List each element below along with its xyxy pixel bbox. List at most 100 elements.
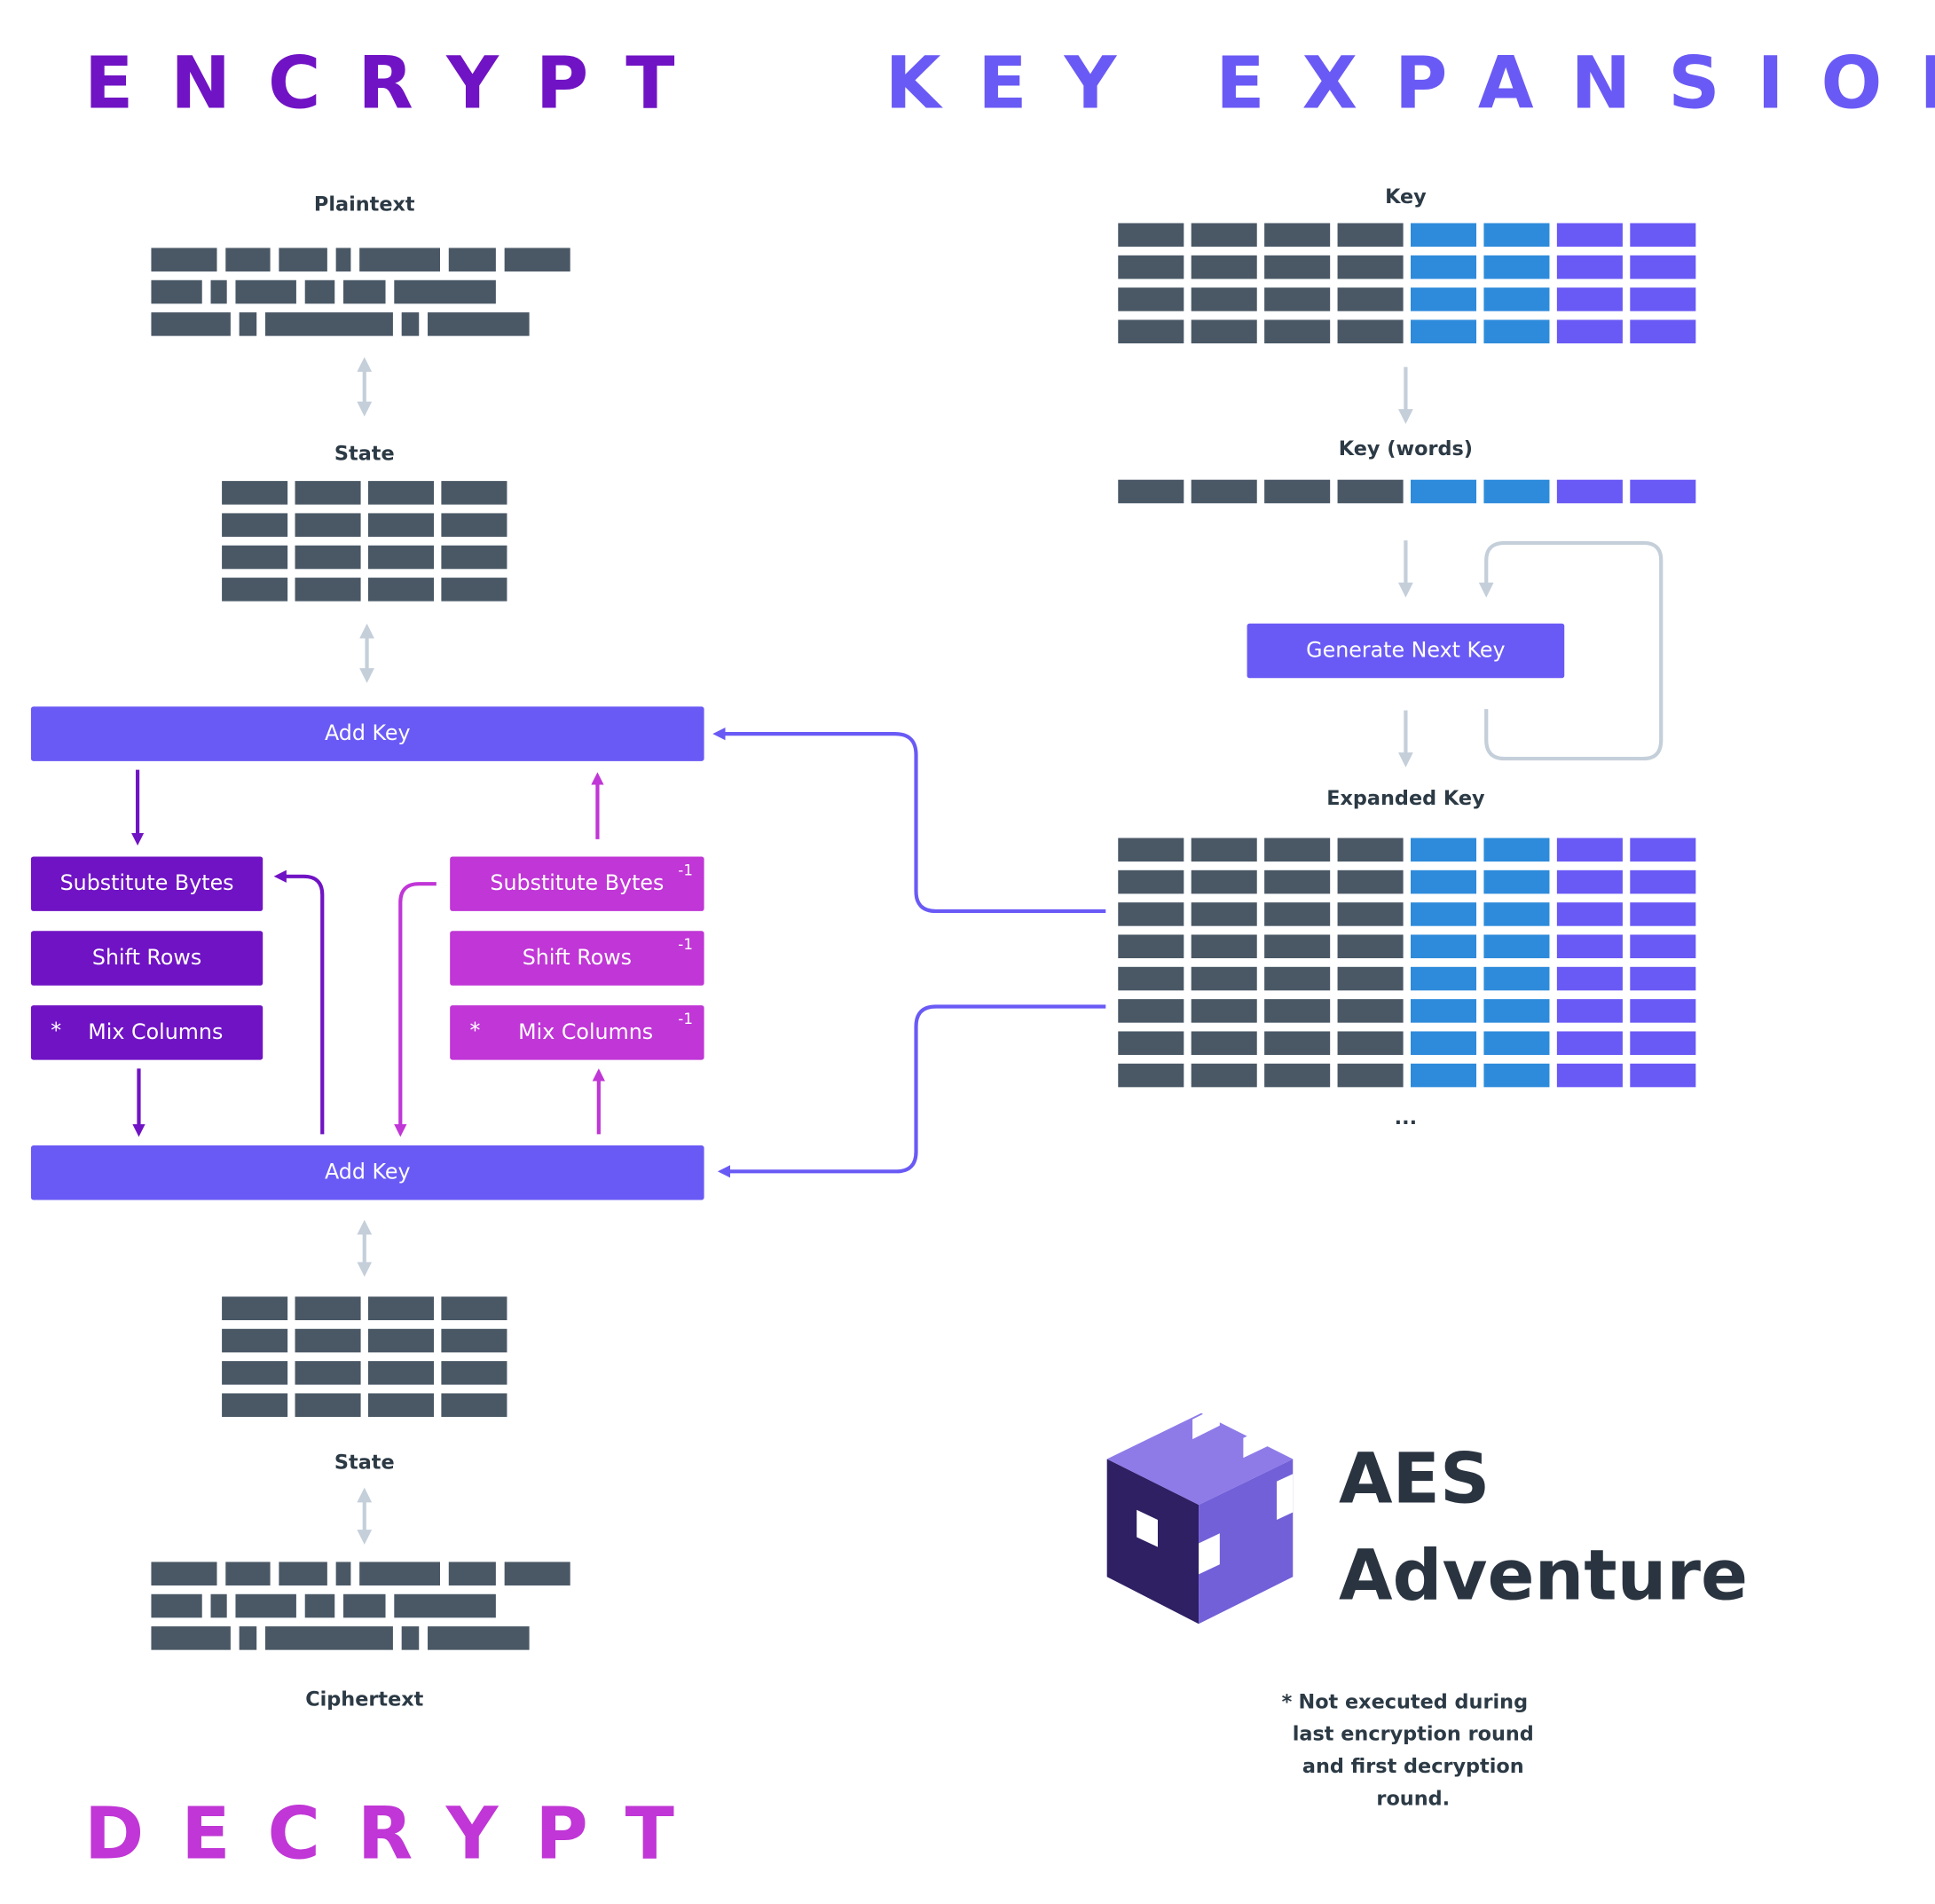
byte-cell	[222, 1328, 288, 1353]
byte-cell	[1337, 838, 1404, 862]
byte-cell	[1410, 319, 1477, 344]
inv-shift-rows-box: Shift Rows -1	[450, 931, 704, 986]
byte-cell	[1264, 966, 1331, 991]
text-block	[401, 312, 420, 336]
byte-cell	[1191, 966, 1257, 991]
text-block	[151, 312, 231, 336]
ciphertext-label: Ciphertext	[305, 1687, 424, 1711]
byte-cell	[367, 545, 435, 570]
byte-cell	[1483, 869, 1550, 894]
byte-cell	[1191, 869, 1257, 894]
byte-cell	[1337, 223, 1404, 248]
byte-cell	[1630, 1031, 1696, 1056]
byte-cell	[1337, 287, 1404, 311]
byte-cell	[1191, 287, 1257, 311]
byte-cell	[1264, 1031, 1331, 1056]
add-key-top-label: Add Key	[324, 721, 411, 747]
text-block	[225, 1562, 271, 1585]
text-block	[264, 312, 393, 336]
byte-cell	[295, 1296, 361, 1320]
byte-cell	[1337, 319, 1404, 344]
byte-cell	[295, 578, 361, 602]
byte-cell	[1630, 869, 1696, 894]
cube-notch	[1199, 1533, 1220, 1575]
byte-cell	[1191, 902, 1257, 926]
star-marker: *	[51, 1019, 62, 1044]
text-block	[343, 1593, 386, 1618]
byte-cell	[1556, 999, 1623, 1023]
text-block	[335, 1562, 351, 1585]
byte-cell	[1191, 1063, 1257, 1088]
byte-cell	[1118, 255, 1184, 279]
byte-cell	[1264, 255, 1331, 279]
add-key-top-box: Add Key	[30, 706, 704, 761]
byte-cell	[1118, 287, 1184, 311]
inv-substitute-bytes-label: Substitute Bytes	[490, 871, 665, 897]
byte-cell	[367, 481, 435, 505]
byte-cell	[367, 1328, 435, 1353]
byte-cell	[1337, 869, 1404, 894]
plaintext-label: Plaintext	[313, 192, 415, 216]
byte-cell	[1264, 902, 1331, 926]
byte-cell	[1191, 838, 1257, 862]
byte-cell	[1410, 902, 1477, 926]
encrypt-loop-arrow	[273, 869, 325, 1135]
inv-mix-columns-box: * Mix Columns -1	[450, 1005, 704, 1060]
logo-line-aes: AES	[1338, 1439, 1491, 1520]
text-block	[279, 1562, 327, 1585]
byte-cell	[1483, 1063, 1550, 1088]
byte-cell	[1483, 838, 1550, 862]
byte-cell	[367, 578, 435, 602]
byte-cell	[222, 1361, 288, 1385]
byte-cell	[1630, 287, 1696, 311]
byte-cell	[1556, 479, 1623, 504]
byte-cell	[1630, 999, 1696, 1023]
byte-cell	[222, 481, 288, 505]
text-block	[264, 1626, 393, 1650]
text-block	[335, 248, 351, 271]
byte-cell	[367, 1393, 435, 1417]
byte-cell	[1191, 255, 1257, 279]
substitute-bytes-box: Substitute Bytes	[30, 856, 264, 911]
byte-cell	[1410, 287, 1477, 311]
text-block	[151, 1626, 231, 1650]
inverse-superscript: -1	[678, 935, 694, 954]
byte-cell	[222, 1393, 288, 1417]
byte-cell	[1337, 255, 1404, 279]
inv-mix-columns-label: Mix Columns	[518, 1019, 654, 1045]
byte-cell	[1264, 223, 1331, 248]
cube-a-hole	[1137, 1509, 1158, 1547]
footnote-text: Not executed during last encryption roun…	[1292, 1689, 1534, 1810]
byte-cell	[1264, 319, 1331, 344]
byte-cell	[1410, 966, 1477, 991]
byte-cell	[1264, 838, 1331, 862]
byte-cell	[367, 1296, 435, 1320]
byte-cell	[1556, 966, 1623, 991]
byte-cell	[1337, 479, 1404, 504]
byte-cell	[1556, 319, 1623, 344]
byte-cell	[1264, 1063, 1331, 1088]
byte-cell	[1191, 223, 1257, 248]
byte-cell	[1337, 1063, 1404, 1088]
byte-cell	[1264, 869, 1331, 894]
byte-cell	[295, 1393, 361, 1417]
state-top-label: State	[334, 441, 395, 465]
byte-cell	[1337, 902, 1404, 926]
byte-cell	[1410, 1063, 1477, 1088]
text-block	[343, 279, 386, 304]
state-bottom-label: State	[334, 1450, 395, 1475]
byte-cell	[1118, 934, 1184, 959]
logo-wordmark: AES Adventure	[1339, 1432, 1748, 1625]
shift-rows-box: Shift Rows	[30, 931, 264, 986]
byte-cell	[1410, 223, 1477, 248]
byte-cell	[295, 1361, 361, 1385]
byte-cell	[1483, 934, 1550, 959]
text-block	[448, 248, 496, 271]
byte-cell	[1118, 319, 1184, 344]
byte-cell	[1556, 287, 1623, 311]
byte-cell	[222, 513, 288, 537]
cube-notch	[1192, 1405, 1220, 1440]
round-key-arrow-top	[712, 728, 1106, 914]
generate-next-key-box: Generate Next Key	[1247, 623, 1565, 679]
